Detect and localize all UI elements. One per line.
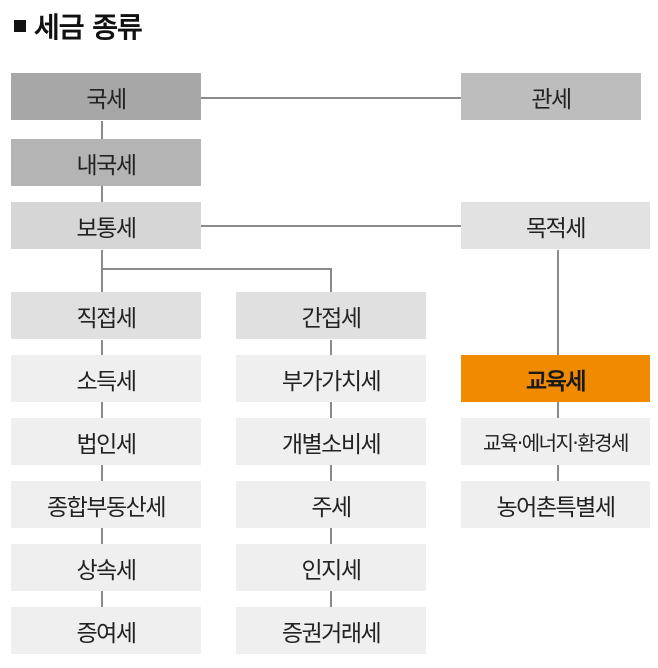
indirect-tax-item: 개별소비세 — [236, 418, 426, 465]
node-education-tax: 교육세 — [461, 355, 650, 402]
node-direct-tax: 직접세 — [11, 292, 201, 339]
node-ordinary-tax: 보통세 — [11, 202, 201, 249]
node-customs-tax: 관세 — [461, 73, 641, 120]
node-purpose-tax: 목적세 — [461, 202, 650, 249]
diagram-title: 세금 종류 — [14, 6, 143, 46]
connector-national-customs — [201, 97, 463, 99]
purpose-tax-item: 농어촌특별세 — [461, 481, 650, 528]
indirect-tax-item: 주세 — [236, 481, 426, 528]
connector-ordinary-direct — [101, 250, 103, 292]
connector-purpose-education — [557, 250, 559, 355]
square-bullet-icon — [14, 20, 26, 32]
indirect-tax-item: 부가가치세 — [236, 355, 426, 402]
connector-national-internal — [101, 121, 103, 139]
direct-tax-item: 법인세 — [11, 418, 201, 465]
direct-tax-item: 종합부동산세 — [11, 481, 201, 528]
indirect-tax-item: 인지세 — [236, 544, 426, 591]
connector-indirect-column — [330, 340, 332, 615]
connector-ordinary-purpose — [201, 225, 463, 227]
connector-branch-indirect — [101, 268, 332, 270]
connector-indirect-drop — [330, 268, 332, 292]
connector-direct-column — [101, 340, 103, 615]
direct-tax-item: 소득세 — [11, 355, 201, 402]
direct-tax-item: 증여세 — [11, 607, 201, 654]
connector-internal-ordinary — [101, 186, 103, 202]
node-national-tax: 국세 — [11, 73, 201, 120]
node-internal-tax: 내국세 — [11, 139, 201, 186]
direct-tax-item: 상속세 — [11, 544, 201, 591]
node-indirect-tax: 간접세 — [236, 292, 426, 339]
purpose-tax-item: 교육·에너지·환경세 — [461, 418, 650, 465]
indirect-tax-item: 증권거래세 — [236, 607, 426, 654]
title-text: 세금 종류 — [34, 11, 143, 44]
